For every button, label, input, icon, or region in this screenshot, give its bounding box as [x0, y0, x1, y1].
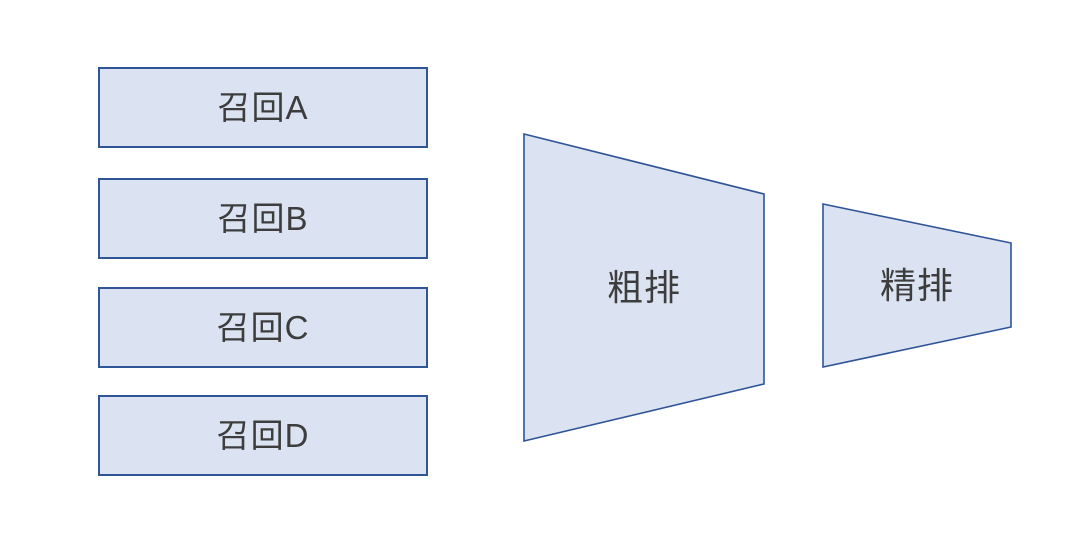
recall-box-d-label: 召回D — [216, 417, 310, 454]
coarse-ranking-label: 粗排 — [606, 266, 681, 308]
recall-box-c: 召回C — [98, 287, 428, 368]
recall-box-b: 召回B — [98, 178, 428, 259]
recall-box-c-label: 召回C — [216, 309, 310, 346]
recall-box-a: 召回A — [98, 67, 428, 148]
fine-ranking-label: 精排 — [879, 264, 954, 306]
recall-box-d: 召回D — [98, 395, 428, 476]
coarse-ranking-funnel-shape — [523, 132, 765, 443]
fine-ranking-funnel: 精排 — [822, 203, 1012, 368]
coarse-ranking-funnel: 粗排 — [523, 132, 765, 443]
recall-box-a-label: 召回A — [217, 89, 309, 126]
fine-ranking-funnel-shape — [822, 203, 1012, 368]
recall-box-b-label: 召回B — [217, 200, 309, 237]
